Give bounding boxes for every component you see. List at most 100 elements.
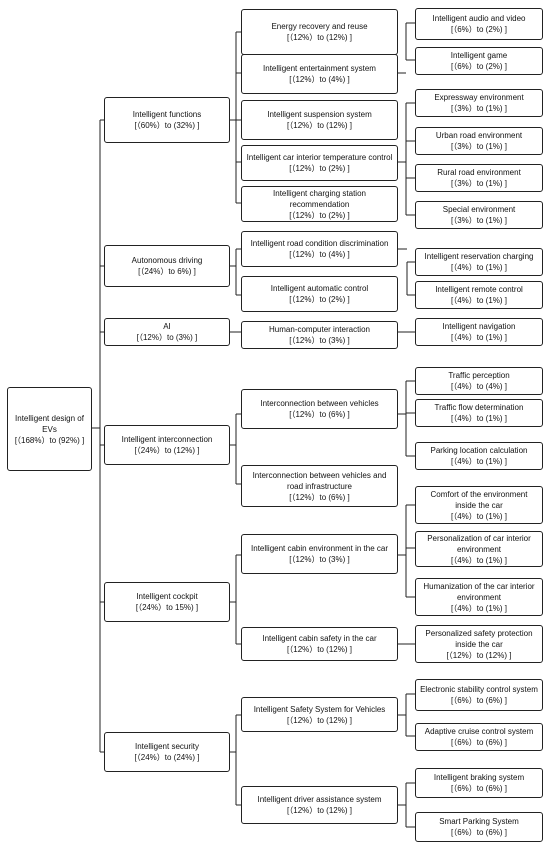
node-range: [（24%）to (24%) ]: [134, 753, 200, 762]
l3-interior-humanization: Humanization of the car interior environ…: [415, 578, 543, 616]
root-title: Intelligent design of EVs: [15, 413, 84, 434]
l3-traffic-flow: Traffic flow determination [（4%）to (1%) …: [415, 399, 543, 427]
node-range: [（12%）to (4%) ]: [289, 250, 350, 259]
node-range: [（12%）to (12%) ]: [446, 650, 512, 660]
node-range: [（6%）to (6%) ]: [450, 696, 507, 705]
node-title: Parking location calculation: [430, 446, 528, 455]
l3-environment-comfort: Comfort of the environment inside the ca…: [415, 486, 543, 524]
node-title: Autonomous driving: [131, 256, 203, 265]
node-range: [（6%）to (6%) ]: [450, 828, 507, 837]
l3-special-environment: Special environment [（3%）to (1%) ]: [415, 201, 543, 229]
node-title: Intelligent braking system: [433, 773, 525, 782]
node-range: [（12%）to (3%) ]: [289, 555, 350, 564]
node-title: Humanization of the car interior environ…: [423, 581, 535, 602]
node-range: [（4%）to (1%) ]: [450, 603, 507, 613]
node-range: [（6%）to (2%) ]: [450, 25, 507, 34]
l2-driver-assistance: Intelligent driver assistance system [（1…: [241, 786, 398, 824]
node-range: [（4%）to (1%) ]: [450, 457, 507, 466]
node-range: [（12%）to (12%) ]: [287, 645, 352, 654]
node-title: Intelligent interconnection: [121, 435, 213, 444]
l3-remote-control: Intelligent remote control [（4%）to (1%) …: [415, 281, 543, 309]
l3-navigation: Intelligent navigation [（4%）to (1%) ]: [415, 318, 543, 346]
node-range: [（12%）to (2%) ]: [289, 210, 350, 220]
node-range: [（12%）to (3%) ]: [289, 336, 350, 345]
node-range: [（60%）to (32%) ]: [134, 121, 200, 130]
node-title: Adaptive cruise control system: [424, 727, 534, 736]
l2-temperature-control: Intelligent car interior temperature con…: [241, 145, 398, 181]
root-node: Intelligent design of EVs [（168%）to (92%…: [7, 387, 92, 471]
node-title: Intelligent driver assistance system: [257, 795, 382, 804]
l3-safety-protection: Personalized safety protection inside th…: [415, 625, 543, 663]
l2-vehicle-interconnection: Interconnection between vehicles [（12%）t…: [241, 389, 398, 429]
l3-rural-road: Rural road environment [（3%）to (1%) ]: [415, 164, 543, 192]
node-title: Intelligent audio and video: [432, 14, 526, 23]
node-title: Energy recovery and reuse: [271, 22, 368, 31]
l3-traffic-perception: Traffic perception [（4%）to (4%) ]: [415, 367, 543, 395]
l2-cabin-safety: Intelligent cabin safety in the car [（12…: [241, 627, 398, 661]
node-title: Interconnection between vehicles: [260, 399, 379, 408]
node-title: Personalized safety protection inside th…: [425, 628, 533, 649]
node-range: [（4%）to (4%) ]: [450, 382, 507, 391]
node-title: Electronic stability control system: [420, 685, 538, 694]
node-range: [（4%）to (1%) ]: [450, 414, 507, 423]
l1-autonomous-driving: Autonomous driving [（24%）to 6%) ]: [104, 245, 230, 287]
l2-charging-station: Intelligent charging station recommendat…: [241, 186, 398, 222]
l3-braking-system: Intelligent braking system [（6%）to (6%) …: [415, 768, 543, 798]
node-range: [（4%）to (1%) ]: [450, 296, 507, 305]
node-title: Intelligent reservation charging: [424, 252, 534, 261]
l2-automatic-control: Intelligent automatic control [（12%）to (…: [241, 276, 398, 312]
l2-road-condition: Intelligent road condition discriminatio…: [241, 231, 398, 267]
l2-safety-system: Intelligent Safety System for Vehicles […: [241, 697, 398, 732]
l1-ai: AI [（12%）to (3%) ]: [104, 318, 230, 346]
node-range: [（12%）to (12%) ]: [287, 33, 352, 42]
node-range: [（3%）to (1%) ]: [450, 142, 507, 151]
node-range: [（4%）to (1%) ]: [450, 263, 507, 272]
node-title: Traffic flow determination: [434, 403, 524, 412]
node-title: Intelligent car interior temperature con…: [246, 153, 393, 162]
l3-stability-control: Electronic stability control system [（6%…: [415, 679, 543, 711]
node-range: [（6%）to (6%) ]: [450, 738, 507, 747]
node-title: Intelligent functions: [132, 110, 202, 119]
l3-expressway: Expressway environment [（3%）to (1%) ]: [415, 89, 543, 117]
node-range: [（4%）to (1%) ]: [450, 511, 507, 521]
node-range: [（12%）to (12%) ]: [287, 715, 352, 725]
node-range: [（4%）to (1%) ]: [450, 555, 507, 565]
node-range: [（3%）to (1%) ]: [450, 179, 507, 188]
l1-intelligent-security: Intelligent security [（24%）to (24%) ]: [104, 732, 230, 772]
node-title: Expressway environment: [434, 93, 524, 102]
node-range: [（12%）to (4%) ]: [289, 75, 350, 84]
node-range: [（24%）to (12%) ]: [134, 446, 200, 455]
l1-intelligent-cockpit: Intelligent cockpit [（24%）to 15%) ]: [104, 582, 230, 622]
node-title: Intelligent security: [134, 742, 200, 751]
node-title: Intelligent cockpit: [136, 592, 198, 601]
node-title: Intelligent cabin safety in the car: [262, 634, 377, 643]
l2-road-infrastructure: Interconnection between vehicles and roa…: [241, 465, 398, 507]
node-title: Interconnection between vehicles and roa…: [252, 470, 387, 491]
node-title: Intelligent Safety System for Vehicles: [253, 704, 386, 714]
node-range: [（24%）to 6%) ]: [138, 267, 196, 276]
node-title: Urban road environment: [435, 131, 523, 140]
node-range: [（3%）to (1%) ]: [450, 216, 507, 225]
node-range: [（6%）to (6%) ]: [450, 784, 507, 793]
node-range: [（24%）to 15%) ]: [135, 603, 199, 612]
node-title: Intelligent automatic control: [270, 284, 369, 293]
node-title: AI: [163, 322, 171, 331]
l2-energy-recovery: Energy recovery and reuse [（12%）to (12%)…: [241, 9, 398, 55]
node-title: Intelligent game: [450, 51, 508, 60]
l3-game: Intelligent game [（6%）to (2%) ]: [415, 47, 543, 75]
l3-interior-personalization: Personalization of car interior environm…: [415, 531, 543, 567]
l3-parking-location: Parking location calculation [（4%）to (1%…: [415, 442, 543, 470]
node-title: Intelligent remote control: [435, 285, 523, 294]
node-title: Intelligent suspension system: [267, 110, 372, 119]
node-title: Intelligent navigation: [442, 322, 516, 331]
l2-human-computer: Human-computer interaction [（12%）to (3%)…: [241, 321, 398, 349]
node-range: [（12%）to (12%) ]: [287, 121, 352, 130]
node-range: [（4%）to (1%) ]: [450, 333, 507, 342]
node-range: [（12%）to (3%) ]: [136, 333, 198, 342]
node-title: Traffic perception: [448, 371, 510, 380]
node-title: Personalization of car interior environm…: [427, 533, 531, 554]
l1-intelligent-interconnection: Intelligent interconnection [（24%）to (12…: [104, 425, 230, 465]
root-range: [（168%）to (92%) ]: [14, 435, 85, 445]
node-range: [（12%）to (6%) ]: [289, 410, 350, 419]
